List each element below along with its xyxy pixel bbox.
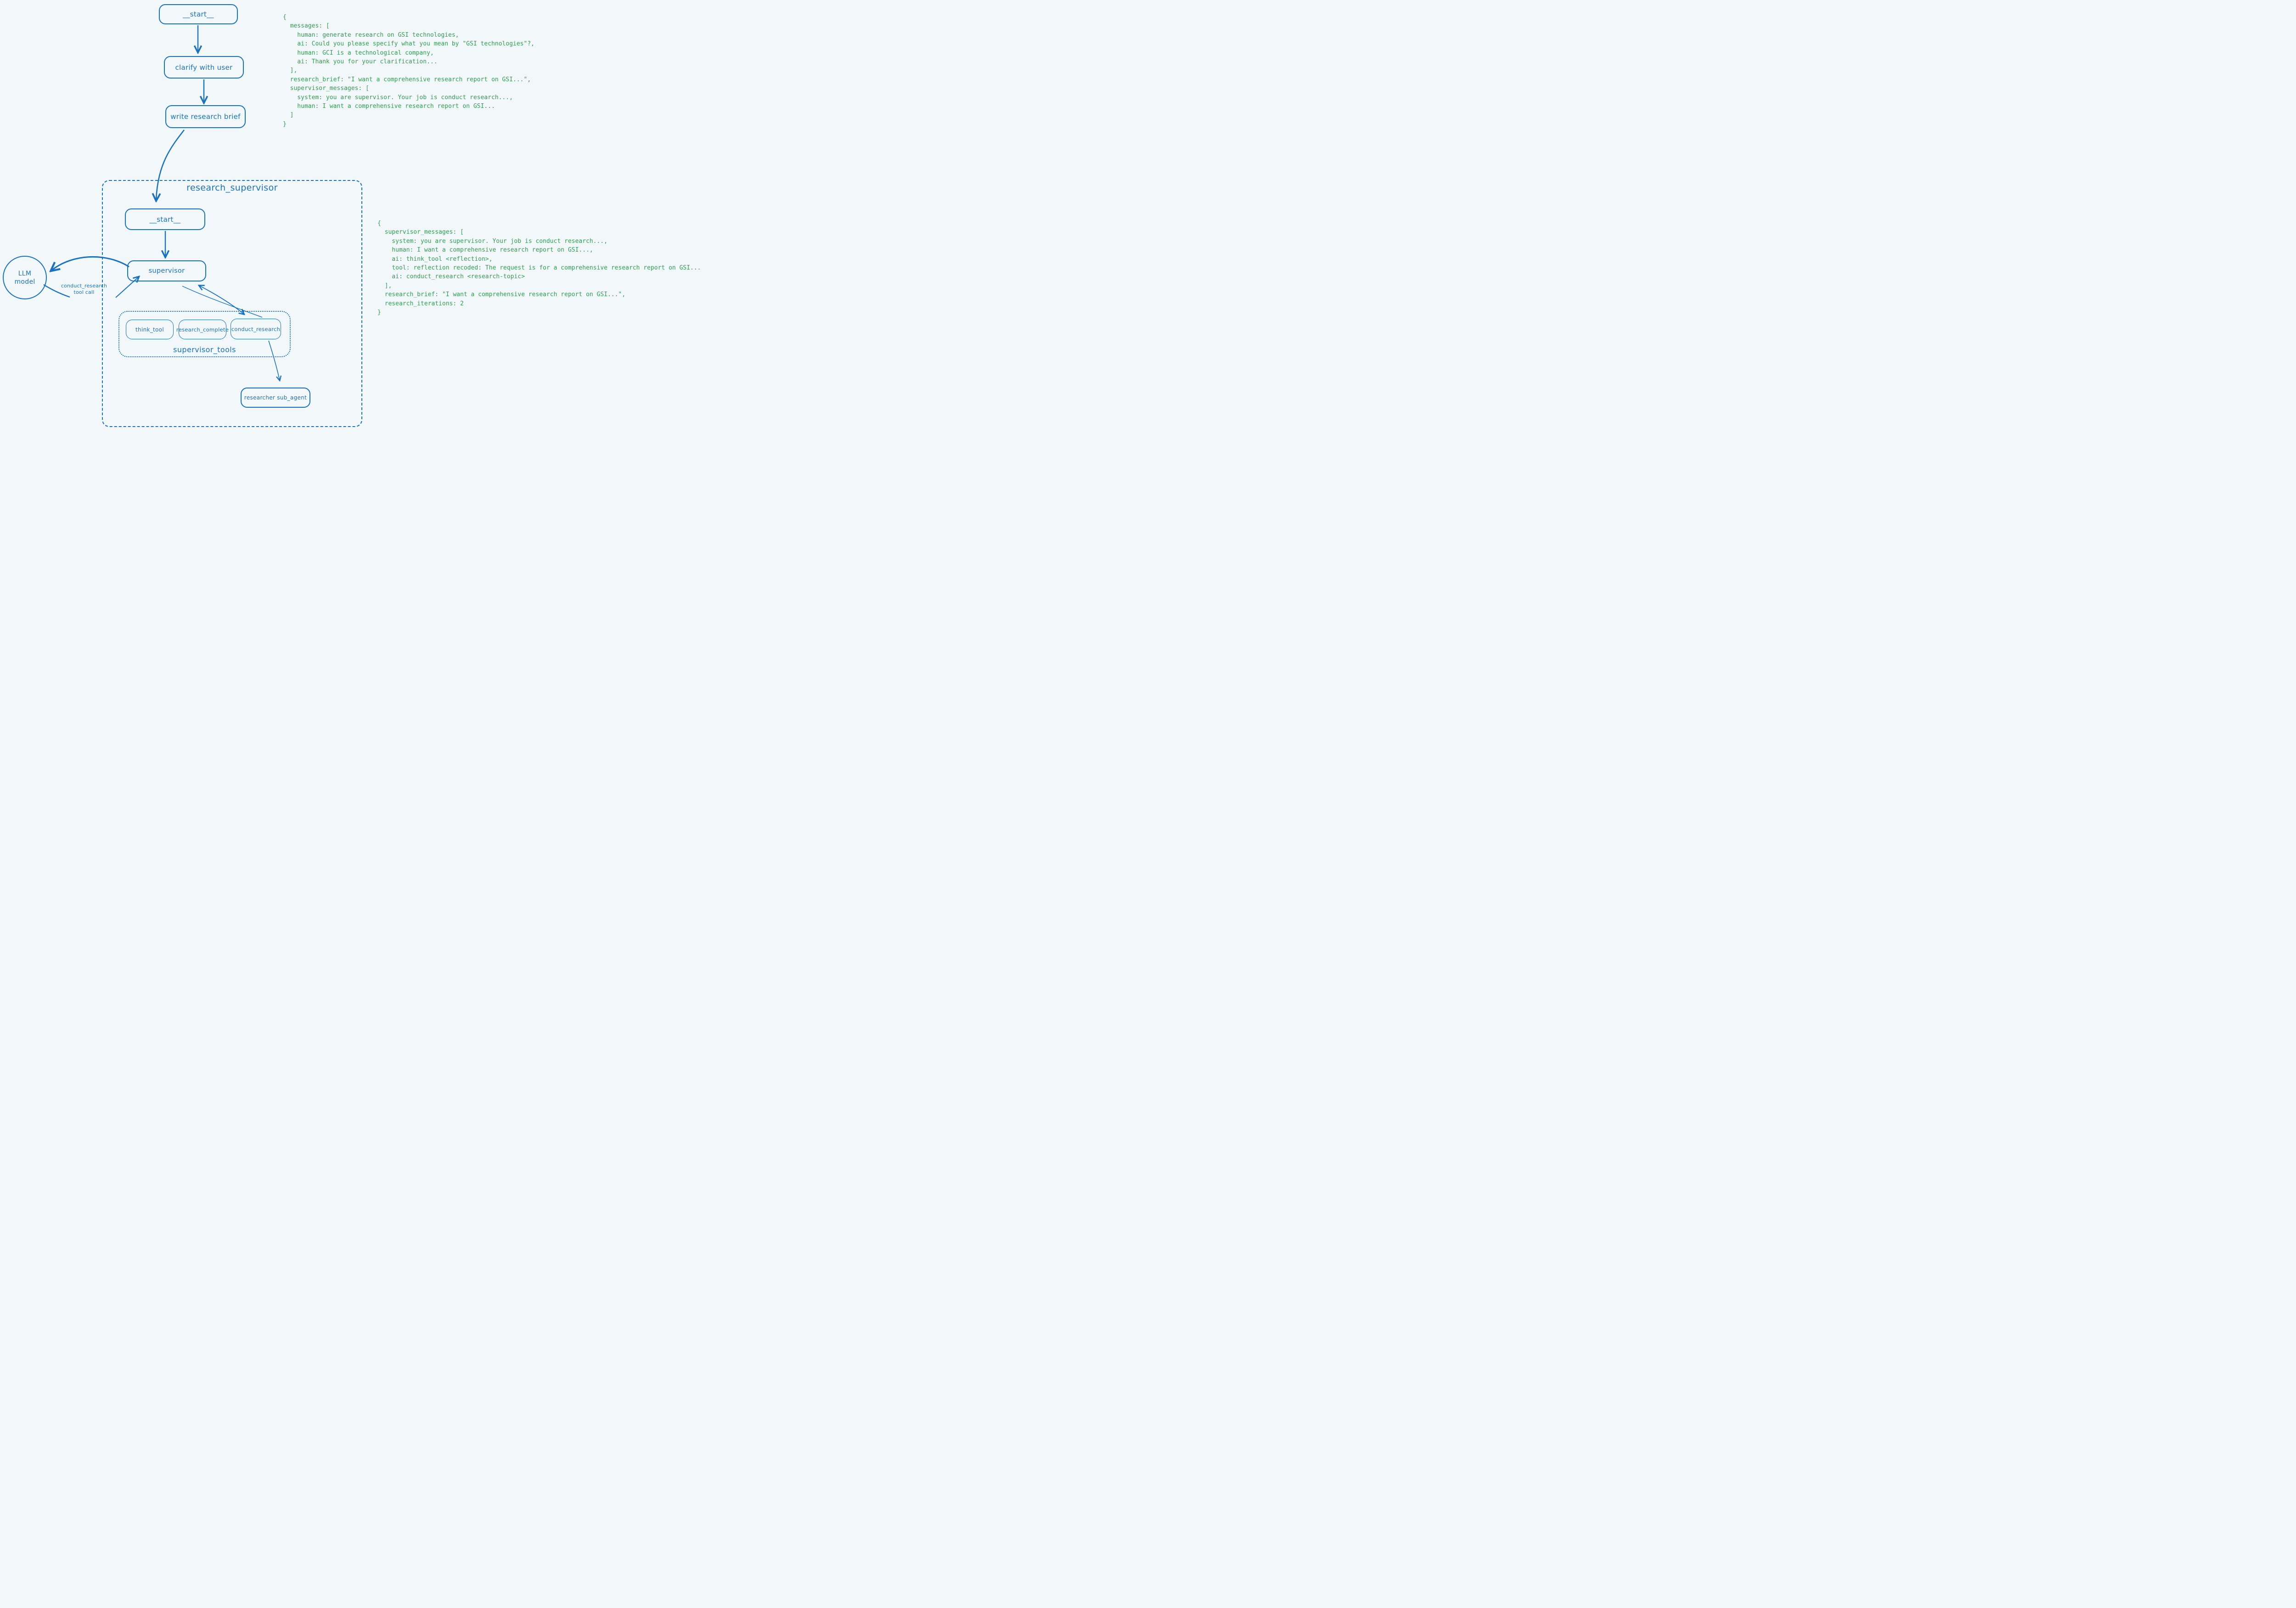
node-start-outer-label: __start__ — [183, 10, 214, 18]
node-think-tool-label: think_tool — [135, 326, 164, 333]
node-conduct-research: conduct_research — [231, 319, 281, 339]
group-research-supervisor-label: research_supervisor — [186, 183, 278, 193]
node-research-complete-label: research_complete — [176, 326, 229, 333]
node-clarify-with-user-label: clarify with user — [175, 63, 233, 72]
node-write-research-brief: write research brief — [165, 105, 246, 128]
node-start-inner: __start__ — [125, 208, 205, 230]
edge-label-line1: conduct_research — [61, 283, 107, 289]
node-llm-model-line2: model — [14, 278, 35, 286]
node-write-research-brief-label: write research brief — [170, 112, 241, 121]
node-llm-model-line1: LLM — [18, 270, 32, 277]
node-think-tool: think_tool — [126, 320, 174, 339]
edge-label-line2: tool call — [73, 289, 95, 295]
node-start-inner-label: __start__ — [149, 215, 181, 224]
group-supervisor-tools — [118, 311, 291, 357]
state-block-supervisor: { supervisor_messages: [ system: you are… — [377, 220, 701, 316]
state-block-main: { messages: [ human: generate research o… — [283, 14, 535, 128]
node-researcher-sub-agent-label: researcher sub_agent — [244, 394, 307, 401]
diagram-canvas: __start__ clarify with user write resear… — [0, 0, 720, 430]
node-conduct-research-label: conduct_research — [231, 326, 281, 332]
node-clarify-with-user: clarify with user — [164, 56, 244, 79]
node-researcher-sub-agent: researcher sub_agent — [241, 388, 310, 408]
group-research-supervisor — [102, 180, 362, 427]
node-supervisor: supervisor — [127, 260, 206, 281]
node-llm-model: LLM model — [3, 256, 47, 299]
node-start-outer: __start__ — [159, 4, 238, 24]
group-supervisor-tools-label: supervisor_tools — [173, 345, 236, 354]
edge-label-conduct-research-tool-call: conduct_research tool call — [60, 283, 108, 296]
node-research-complete: research_complete — [176, 320, 229, 339]
node-supervisor-label: supervisor — [148, 267, 185, 275]
